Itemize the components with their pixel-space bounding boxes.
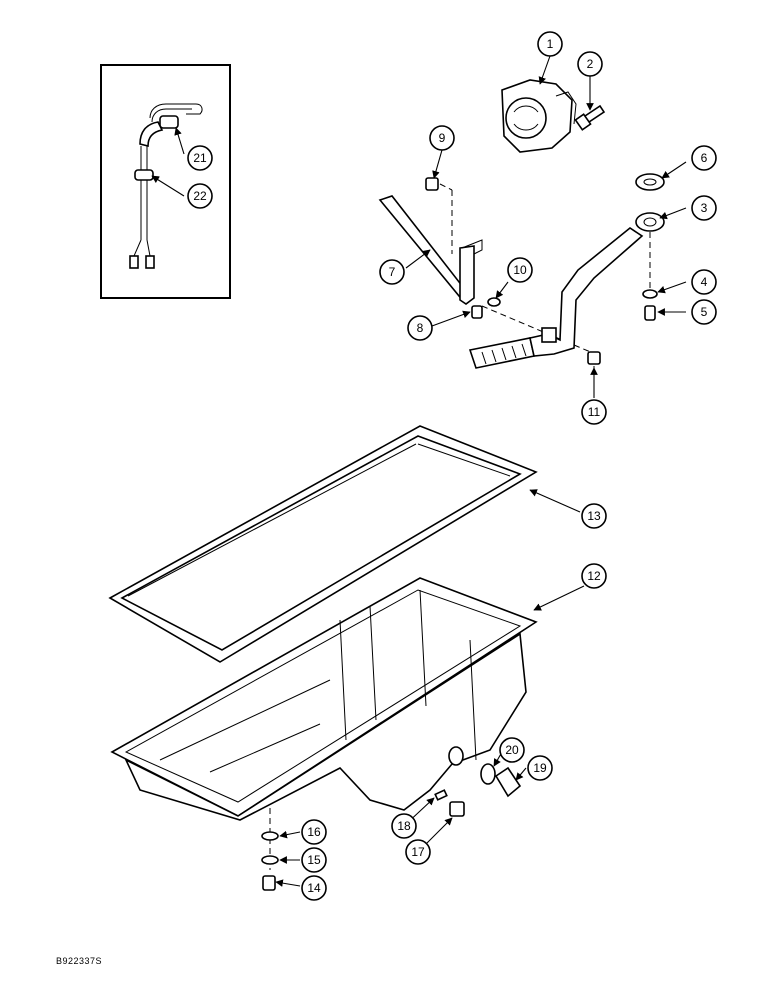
inset-heater-box (100, 64, 231, 299)
oil-pan-gasket-part (108, 425, 538, 663)
heater-element-part (129, 103, 203, 269)
callout-1: 1 (537, 31, 563, 57)
oil-pickup-tube-part (468, 212, 665, 369)
callout-20: 20 (499, 737, 525, 763)
svg-text:1: 1 (547, 37, 554, 51)
tube-bolt-part (644, 305, 656, 321)
svg-text:20: 20 (505, 743, 519, 757)
callout-5: 5 (691, 299, 717, 325)
svg-text:6: 6 (701, 151, 708, 165)
pump-bolt-part (574, 104, 606, 131)
callout-13: 13 (581, 503, 607, 529)
bracket-screw-part (425, 177, 453, 254)
callout-12: 12 (581, 563, 607, 589)
callout-4: 4 (691, 269, 717, 295)
bracket-bolt-part (471, 305, 483, 319)
callout-10: 10 (507, 257, 533, 283)
callout-15: 15 (301, 847, 327, 873)
tube-nut-part (587, 351, 601, 365)
svg-text:16: 16 (307, 825, 321, 839)
callout-21: 21 (187, 145, 213, 171)
figure-code-label: B922337S (56, 956, 103, 966)
callout-11: 11 (581, 399, 607, 425)
callout-18: 18 (391, 813, 417, 839)
callout-9: 9 (429, 125, 455, 151)
washer-part (487, 297, 501, 307)
pan-washer-part (261, 831, 279, 841)
callout-3: 3 (691, 195, 717, 221)
drain-plug-gasket-part (480, 763, 496, 785)
svg-text:5: 5 (701, 305, 708, 319)
pan-bolt-part (262, 875, 276, 891)
svg-text:19: 19 (533, 761, 547, 775)
callout-22: 22 (187, 183, 213, 209)
svg-text:21: 21 (193, 151, 207, 165)
svg-text:9: 9 (439, 131, 446, 145)
svg-text:12: 12 (587, 569, 601, 583)
svg-text:15: 15 (307, 853, 321, 867)
callout-8: 8 (407, 315, 433, 341)
callout-2: 2 (577, 51, 603, 77)
svg-text:10: 10 (513, 263, 527, 277)
tube-gasket-part (635, 173, 665, 191)
callout-16: 16 (301, 819, 327, 845)
pan-plug-part (449, 801, 465, 817)
svg-text:3: 3 (701, 201, 708, 215)
callout-7: 7 (379, 259, 405, 285)
tube-washer-part (642, 289, 658, 299)
callout-19: 19 (527, 755, 553, 781)
svg-text:4: 4 (701, 275, 708, 289)
pan-lockwasher-part (261, 855, 279, 865)
dowel-pin-part (434, 789, 448, 801)
svg-text:2: 2 (587, 57, 594, 71)
oil-pan-part (110, 577, 538, 821)
callout-6: 6 (691, 145, 717, 171)
svg-text:17: 17 (411, 845, 425, 859)
leader-lines (151, 55, 687, 887)
svg-text:7: 7 (389, 265, 396, 279)
oil-pump-part (501, 79, 577, 153)
svg-text:13: 13 (587, 509, 601, 523)
pickup-bracket-part (378, 195, 483, 305)
callout-14: 14 (301, 875, 327, 901)
svg-text:22: 22 (193, 189, 207, 203)
callout-17: 17 (405, 839, 431, 865)
drain-plug-part (494, 766, 522, 798)
svg-text:8: 8 (417, 321, 424, 335)
svg-text:11: 11 (588, 405, 601, 419)
svg-text:14: 14 (307, 881, 321, 895)
svg-text:18: 18 (397, 819, 411, 833)
